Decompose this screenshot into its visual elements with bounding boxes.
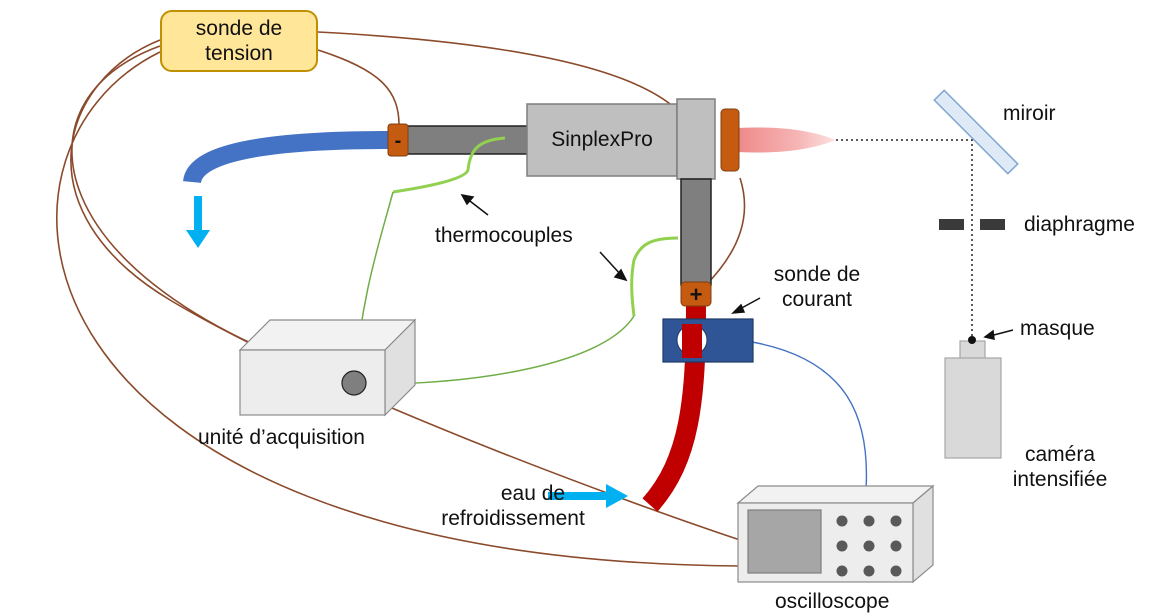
torch-body: [526, 103, 678, 177]
mask-label: masque: [1020, 317, 1095, 340]
current-probe-line-1: sonde de: [773, 263, 861, 286]
voltage-wire-to-oscilloscope-b: [70, 39, 741, 541]
voltage-wire-to-cathode: [317, 49, 400, 129]
oscilloscope-label: oscilloscope: [775, 590, 890, 613]
voltage-wire-anode-side: [705, 177, 746, 286]
water-outlet-arrow: [186, 196, 210, 248]
torch-nozzle-block: [676, 98, 716, 180]
mask-dot: [968, 336, 976, 344]
camera-label: caméra intensifiée: [990, 442, 1130, 492]
current-probe: [662, 318, 754, 363]
voltage-probe-wires: [56, 31, 746, 567]
thermocouples-label: thermocouples: [435, 224, 573, 247]
plasma-jet: [738, 127, 836, 153]
current-probe-label: sonde de courant: [762, 262, 872, 312]
water-inlet-arrow: [548, 484, 628, 508]
current-probe-line-2: courant: [781, 288, 853, 311]
cooling-water-line-1: eau de: [500, 482, 566, 505]
nozzle-connector: [720, 108, 740, 172]
optical-path: [836, 139, 973, 338]
annotation-arrows: [460, 193, 1014, 340]
cathode-sign: -: [395, 130, 402, 152]
diaphragm-right-blade: [980, 219, 1005, 230]
camera-line-1: caméra: [1024, 443, 1096, 466]
voltage-probe-line-2: tension: [205, 42, 273, 65]
acquisition-unit-label: unité d’acquisition: [198, 426, 365, 449]
thermocouple-cathode-tip: [392, 136, 506, 194]
voltage-wire-to-oscilloscope-a: [56, 51, 741, 567]
thermocouple-anode-tip: [630, 236, 679, 317]
oscilloscope: [736, 484, 935, 584]
diaphragm-left-blade: [939, 219, 964, 230]
voltage-probe-line-1: sonde de: [195, 17, 283, 40]
cooling-water-line-2: refroidissement: [441, 507, 585, 530]
voltage-wire-to-anode: [317, 31, 676, 109]
camera-line-2: intensifiée: [1012, 468, 1108, 491]
anode-connector: [680, 281, 712, 307]
current-probe-wire: [751, 341, 868, 491]
cathode-connector: [387, 123, 409, 157]
anode-tube: [680, 178, 712, 286]
oscilloscope-screen: [747, 509, 822, 574]
oscilloscope-knobs: [836, 515, 902, 577]
cooling-water-label: eau de refroidissement: [398, 481, 628, 531]
voltage-probe-label: sonde de tension: [160, 10, 318, 72]
mirror-label: miroir: [1003, 102, 1056, 125]
diaphragm-label: diaphragme: [1024, 213, 1135, 236]
cathode-tube: [404, 125, 531, 155]
mirror: [933, 89, 1019, 175]
torch-label: SinplexPro: [551, 128, 653, 151]
acquisition-connector: [341, 370, 367, 396]
camera-body: [944, 357, 1002, 459]
anode-sign: +: [690, 282, 703, 307]
cold-water-hose: [183, 131, 389, 185]
acquisition-unit: [238, 318, 417, 417]
